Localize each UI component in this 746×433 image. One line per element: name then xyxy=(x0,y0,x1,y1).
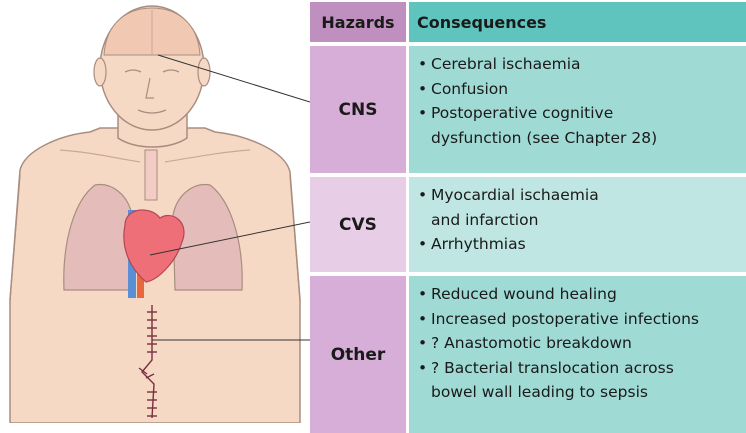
consequences-cns: Cerebral ischaemia Confusion Postoperati… xyxy=(409,46,746,173)
right-ear xyxy=(198,58,210,86)
anatomy-drawing xyxy=(0,0,310,423)
consequence-line: dysfunction (see Chapter 28) xyxy=(431,126,657,151)
hazard-cvs: CVS xyxy=(310,177,406,272)
hazard-cns: CNS xyxy=(310,46,406,173)
consequence-item: Reduced wound healing xyxy=(417,282,699,307)
consequence-line: Postoperative cognitive xyxy=(431,101,657,126)
consequence-line: bowel wall leading to sepsis xyxy=(431,380,699,405)
hazard-other: Other xyxy=(310,276,406,433)
consequence-item: Increased postoperative infections xyxy=(417,307,699,332)
hazards-table: Hazards Consequences CNS Cerebral ischae… xyxy=(310,2,746,433)
consequence-item: Arrhythmias xyxy=(417,232,599,257)
consequence-line: Myocardial ischaemia xyxy=(431,183,599,208)
consequence-item: Confusion xyxy=(417,77,657,102)
consequences-header: Consequences xyxy=(409,2,746,42)
body-illustration xyxy=(0,0,310,423)
trachea xyxy=(145,150,157,200)
consequence-line: ? Bacterial translocation across xyxy=(431,356,699,381)
left-ear xyxy=(94,58,106,86)
consequence-line: and infarction xyxy=(431,208,599,233)
hazards-header: Hazards xyxy=(310,2,406,42)
consequences-other: Reduced wound healing Increased postoper… xyxy=(409,276,746,433)
consequence-item: Cerebral ischaemia xyxy=(417,52,657,77)
consequence-item: ? Anastomotic breakdown xyxy=(417,331,699,356)
